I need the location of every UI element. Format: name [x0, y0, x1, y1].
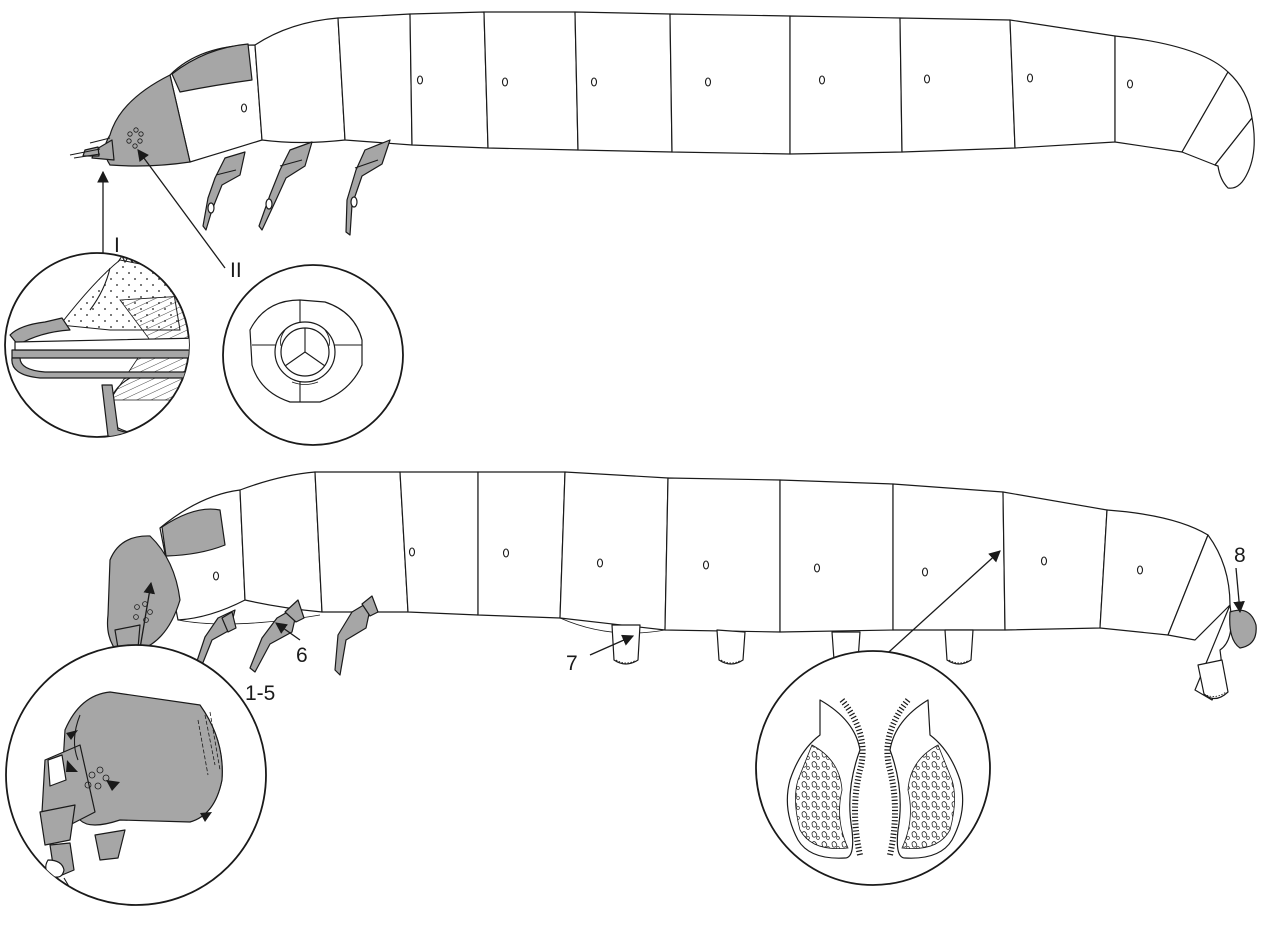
- detail-circle-1-5: [6, 645, 266, 919]
- upper-thoracic-legs: [203, 140, 390, 235]
- detail-circle-II: [223, 265, 403, 445]
- callout-label-1-5: 1-5: [245, 682, 275, 705]
- upper-body-segments: [170, 12, 1254, 188]
- lower-anal-shield: [1230, 610, 1256, 648]
- callout-label-7: 7: [566, 652, 578, 675]
- lower-larva: [108, 472, 1257, 700]
- callout-label-II: II: [230, 259, 242, 282]
- callout-label-6: 6: [296, 644, 308, 667]
- callout-label-8: 8: [1234, 544, 1246, 567]
- lower-body-segments: [160, 472, 1231, 700]
- detail-circle-9: [756, 651, 990, 885]
- upper-larva: [70, 12, 1254, 235]
- detail-circle-I: [5, 253, 200, 448]
- callout-label-I: I: [114, 234, 120, 257]
- lower-pronotal-shield: [162, 509, 225, 556]
